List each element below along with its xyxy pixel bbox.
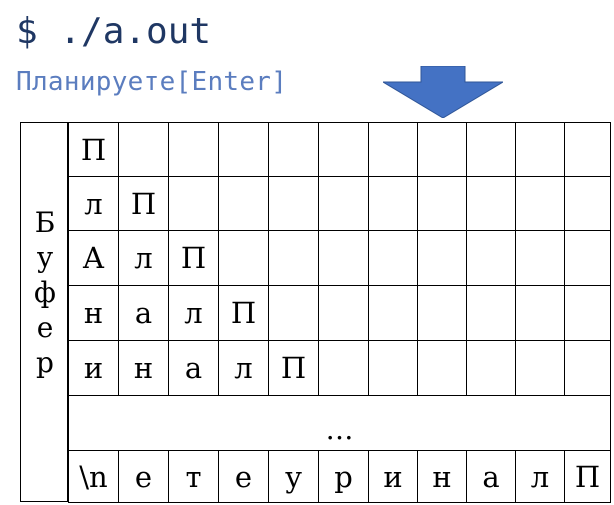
buffer-cell (515, 176, 565, 231)
buffer-cell: П (564, 450, 611, 503)
buffer-cell: и (368, 450, 418, 503)
buffer-cell (417, 230, 467, 286)
buffer-cell (268, 176, 319, 231)
buffer-cell (218, 230, 269, 286)
buffer-label-letter: е (36, 311, 54, 344)
buffer-cell (564, 230, 611, 286)
buffer-cell (168, 122, 219, 177)
buffer-cell: е (118, 450, 169, 503)
buffer-label-letter: у (36, 241, 54, 274)
buffer-cell (417, 340, 467, 396)
buffer-cell (515, 340, 565, 396)
buffer-cell (564, 122, 611, 177)
buffer-label-letter: р (36, 346, 54, 379)
buffer-cell (168, 176, 219, 231)
buffer-cell: е (218, 450, 269, 503)
buffer-cell: л (218, 340, 269, 396)
buffer-cell: а (466, 450, 516, 503)
buffer-cell: т (168, 450, 219, 503)
buffer-cell (417, 285, 467, 341)
buffer-cell (118, 122, 169, 177)
buffer-cell: н (68, 285, 119, 341)
buffer-ellipsis-row: … (68, 395, 611, 451)
buffer-cell: н (118, 340, 169, 396)
buffer-cell (466, 285, 516, 341)
buffer-cell (318, 285, 369, 341)
buffer-cell: А (68, 230, 119, 286)
buffer-cell: л (68, 176, 119, 231)
buffer-cell: \n (68, 450, 119, 503)
buffer-cell (318, 230, 369, 286)
buffer-label-letter: ф (34, 276, 56, 309)
buffer-cell (417, 122, 467, 177)
buffer-cell (368, 122, 418, 177)
buffer-cell (268, 122, 319, 177)
buffer-cell (368, 176, 418, 231)
buffer-cell (218, 176, 269, 231)
buffer-label-letter: Б (34, 206, 56, 239)
buffer-cell: П (68, 122, 119, 177)
buffer-cell (466, 340, 516, 396)
buffer-cell (466, 230, 516, 286)
buffer-cell: а (168, 340, 219, 396)
buffer-cell: л (515, 450, 565, 503)
buffer-cell (417, 176, 467, 231)
buffer-cell (564, 285, 611, 341)
buffer-cell (368, 340, 418, 396)
buffer-cell: П (118, 176, 169, 231)
buffer-cell: р (318, 450, 369, 503)
buffer-cell (318, 122, 369, 177)
buffer-cell: и (68, 340, 119, 396)
buffer-cell (318, 176, 369, 231)
buffer-cell (515, 230, 565, 286)
buffer-cell (466, 122, 516, 177)
buffer-cell (564, 340, 611, 396)
terminal-command: $ ./a.out (16, 11, 212, 52)
buffer-cell: л (168, 285, 219, 341)
buffer-cell (466, 176, 516, 231)
buffer-cell: П (168, 230, 219, 286)
buffer-cell: н (417, 450, 467, 503)
buffer-cell (515, 285, 565, 341)
buffer-cell: П (218, 285, 269, 341)
buffer-cell (564, 176, 611, 231)
buffer-cell (368, 285, 418, 341)
buffer-cell (268, 285, 319, 341)
down-arrow-icon (383, 66, 503, 118)
buffer-cell: П (268, 340, 319, 396)
buffer-cell: л (118, 230, 169, 286)
buffer-cell (368, 230, 418, 286)
buffer-cell (318, 340, 369, 396)
terminal-input: Планируете[Enter] (16, 67, 288, 97)
buffer-cell: у (268, 450, 319, 503)
buffer-cell: а (118, 285, 169, 341)
buffer-cell (515, 122, 565, 177)
buffer-cell (268, 230, 319, 286)
buffer-cell (218, 122, 269, 177)
